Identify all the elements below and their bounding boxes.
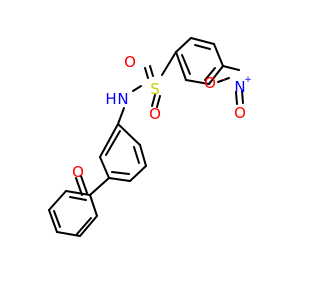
nitro-oxygen-label-left: O — [204, 74, 216, 92]
structure-diagram: O S O H N N + O - O O — [48, 37, 252, 237]
amine-ring-bond — [117, 107, 125, 125]
sulfonyl-group — [144, 51, 177, 108]
sulfur-label: S — [150, 80, 160, 98]
nitro-oxygen-label-bottom: O — [234, 104, 246, 122]
sulfonyl-oxygen-label-top: O — [124, 53, 136, 71]
phenyl-ring — [48, 190, 98, 237]
amine-hydrogen-label: H — [105, 90, 116, 108]
molecule-drawing: O S O H N N + O - O O — [48, 37, 252, 237]
sulfonamide-bond — [132, 85, 142, 92]
carbonyl-group — [75, 175, 110, 196]
nitro-nitrogen-label: N — [234, 78, 245, 96]
sulfonyl-oxygen-label-bottom: O — [149, 105, 161, 123]
carbonyl-oxygen-label: O — [72, 163, 84, 181]
nitro-oxygen-charge: - — [222, 75, 225, 85]
nitro-group — [217, 65, 244, 105]
amine-nitrogen-label: N — [117, 90, 128, 108]
middle-benzene-ring — [99, 123, 147, 182]
nitrobenzene-ring — [175, 37, 224, 85]
nitro-nitrogen-charge: + — [244, 75, 252, 85]
